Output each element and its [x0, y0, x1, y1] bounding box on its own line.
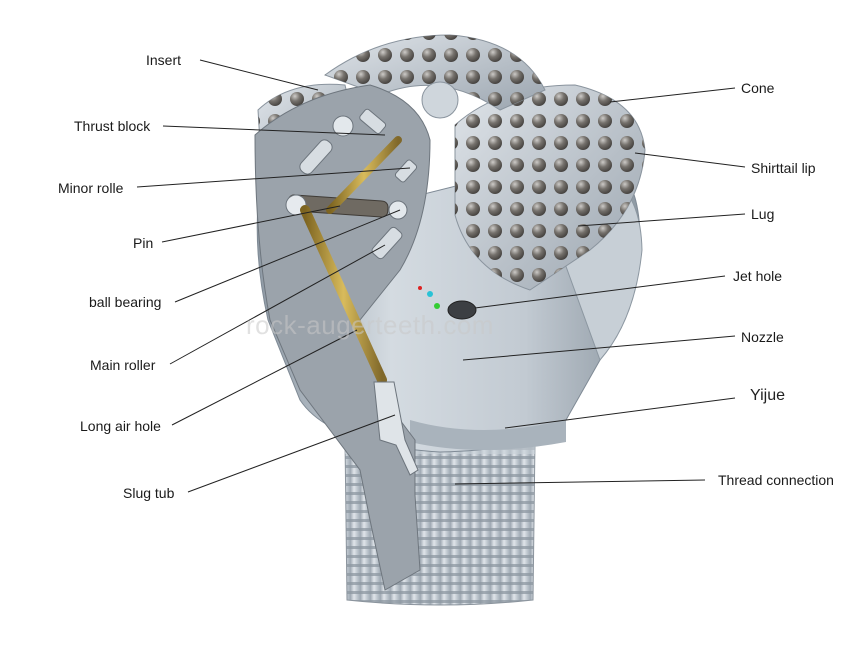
label-insert: Insert [146, 52, 182, 68]
label-jet-hole: Jet hole [733, 268, 783, 284]
leader-cone [609, 87, 736, 103]
label-pin: Pin [133, 235, 154, 251]
leader-slug-tub [187, 414, 396, 493]
leader-main-roller [169, 244, 386, 365]
leader-nozzle [462, 335, 736, 361]
leader-brand [504, 397, 736, 429]
leader-minor-roller [136, 167, 411, 188]
leader-lines [136, 59, 746, 493]
leader-insert [199, 59, 319, 91]
leader-pin [161, 205, 341, 243]
label-ball-bearing: ball bearing [89, 294, 162, 310]
label-main-roller: Main roller [90, 357, 156, 373]
cone-right [454, 84, 646, 291]
leader-shirttail-lip [634, 152, 746, 168]
label-brand: Yijue [750, 387, 785, 404]
leader-ball-bearing [174, 209, 401, 303]
label-slug-tub: Slug tub [123, 485, 175, 501]
label-shirttail-lip: Shirttail lip [751, 160, 816, 176]
leader-jet-hole [474, 275, 726, 309]
leader-thread-connection [454, 479, 706, 485]
label-thread-connection: Thread connection [718, 472, 834, 488]
leader-thrust-block [162, 125, 386, 136]
leader-lug [577, 213, 746, 227]
label-long-air-hole: Long air hole [80, 418, 161, 434]
leader-long-air-hole [171, 329, 358, 426]
label-nozzle: Nozzle [741, 329, 784, 345]
label-lug: Lug [751, 206, 775, 222]
label-minor-roller: Minor rolle [58, 180, 124, 196]
jet-hole [447, 300, 477, 320]
watermark: rock-augerteeth.com [246, 310, 494, 340]
label-thrust-block: Thrust block [74, 118, 151, 134]
label-cone: Cone [741, 80, 775, 96]
